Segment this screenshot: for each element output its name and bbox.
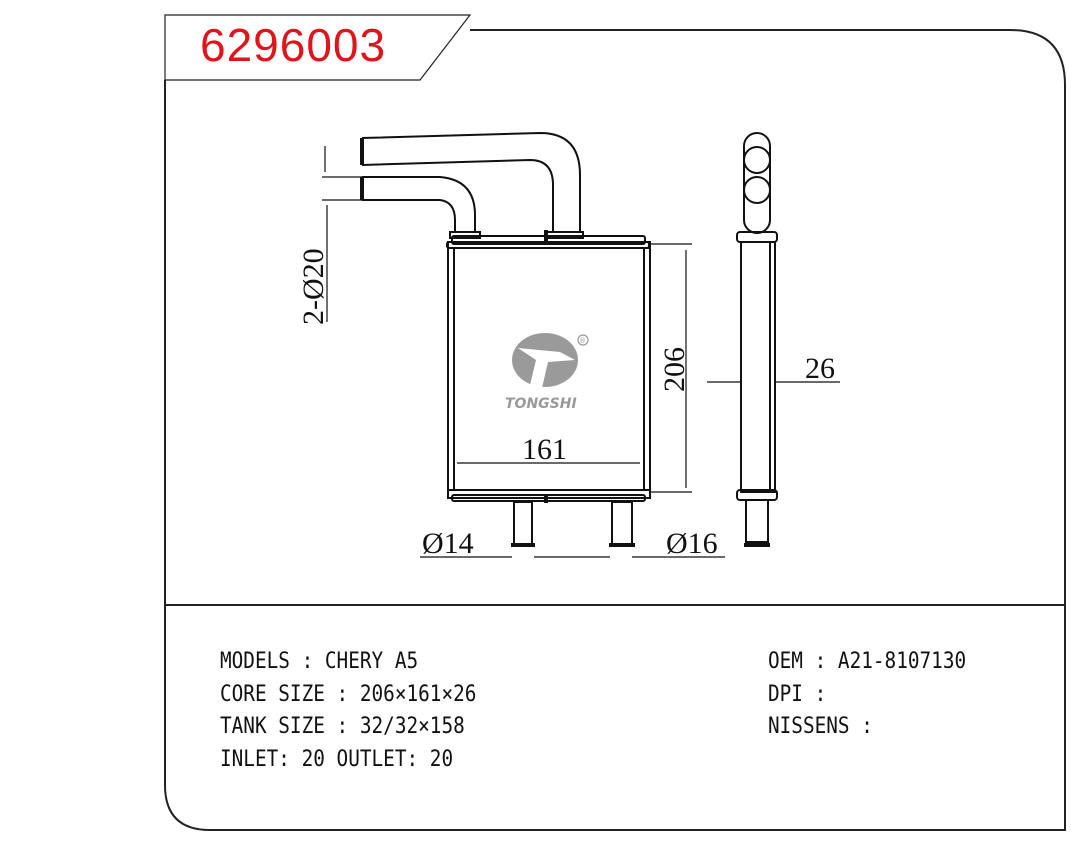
spec-models: MODELS : CHERY A5: [220, 649, 419, 674]
heater-core-side-view: [736, 132, 778, 547]
tongshi-logo: ® TONGSHI: [505, 333, 589, 412]
spec-inlet-outlet: INLET: 20 OUTLET: 20: [220, 746, 454, 772]
specs-right: OEM : A21-8107130 DPI : NISSENS :: [768, 646, 966, 744]
logo-text: TONGSHI: [505, 396, 577, 412]
part-number: 6296003: [200, 19, 387, 71]
dim-pipe-diameter: 2-Ø20: [297, 248, 330, 325]
registered-mark: ®: [579, 337, 586, 345]
dim-depth: 26: [805, 352, 835, 385]
specs-left: MODELS : CHERY A5 CORE SIZE : 206×161×26…: [220, 646, 476, 776]
frame: [164, 14, 1066, 831]
dimension-lines: [322, 146, 840, 558]
dim-outlet-left: Ø14: [422, 527, 474, 560]
heater-core-front-view: [360, 131, 651, 547]
spec-nissens: NISSENS :: [768, 714, 873, 739]
spec-tank-size: TANK SIZE : 32/32×158: [220, 714, 465, 739]
spec-dpi: DPI :: [768, 681, 827, 707]
spec-oem: OEM : A21-8107130: [768, 649, 967, 674]
dim-width: 161: [522, 433, 567, 466]
dim-outlet-right: Ø16: [666, 527, 718, 560]
dim-height: 206: [658, 347, 691, 392]
spec-core-size: CORE SIZE : 206×161×26: [220, 681, 477, 707]
